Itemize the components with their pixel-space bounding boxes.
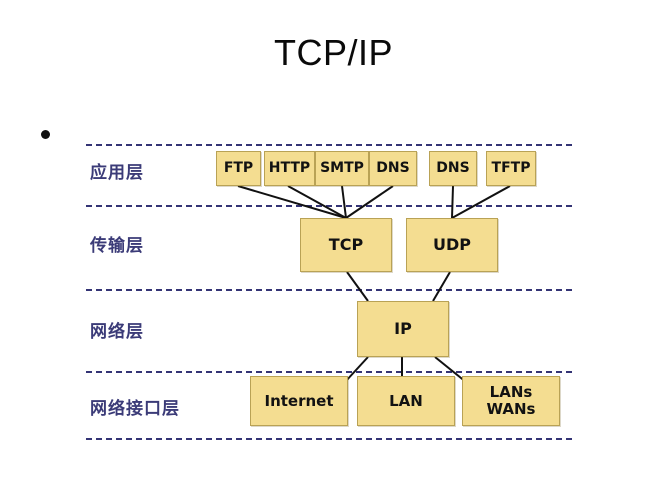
bullet-point-marker (41, 130, 50, 139)
layer-label-network-interface: 网络接口层 (90, 399, 180, 419)
layer-separator-bottom (86, 438, 572, 440)
node-dns-tcp[interactable]: DNS (369, 151, 417, 186)
layer-label-network: 网络层 (90, 322, 144, 342)
node-lans-wans-line2: WANs (486, 400, 536, 418)
layer-separator-top (86, 144, 572, 146)
node-lan[interactable]: LAN (357, 376, 455, 426)
layer-separator-application (86, 205, 572, 207)
layer-separator-transport (86, 289, 572, 291)
node-ip[interactable]: IP (357, 301, 449, 357)
node-udp[interactable]: UDP (406, 218, 498, 272)
node-http[interactable]: HTTP (264, 151, 315, 186)
node-tftp[interactable]: TFTP (486, 151, 536, 186)
layer-label-transport: 传输层 (90, 236, 144, 256)
node-internet[interactable]: Internet (250, 376, 348, 426)
page-title: TCP/IP (273, 32, 393, 73)
node-dns-udp[interactable]: DNS (429, 151, 477, 186)
node-lans-wans[interactable]: LANs WANs (462, 376, 560, 426)
node-lans-wans-line1: LANs (489, 383, 533, 402)
layer-separator-network (86, 371, 572, 373)
node-ftp[interactable]: FTP (216, 151, 261, 186)
layer-label-application: 应用层 (90, 163, 144, 183)
node-smtp[interactable]: SMTP (315, 151, 369, 186)
node-tcp[interactable]: TCP (300, 218, 392, 272)
